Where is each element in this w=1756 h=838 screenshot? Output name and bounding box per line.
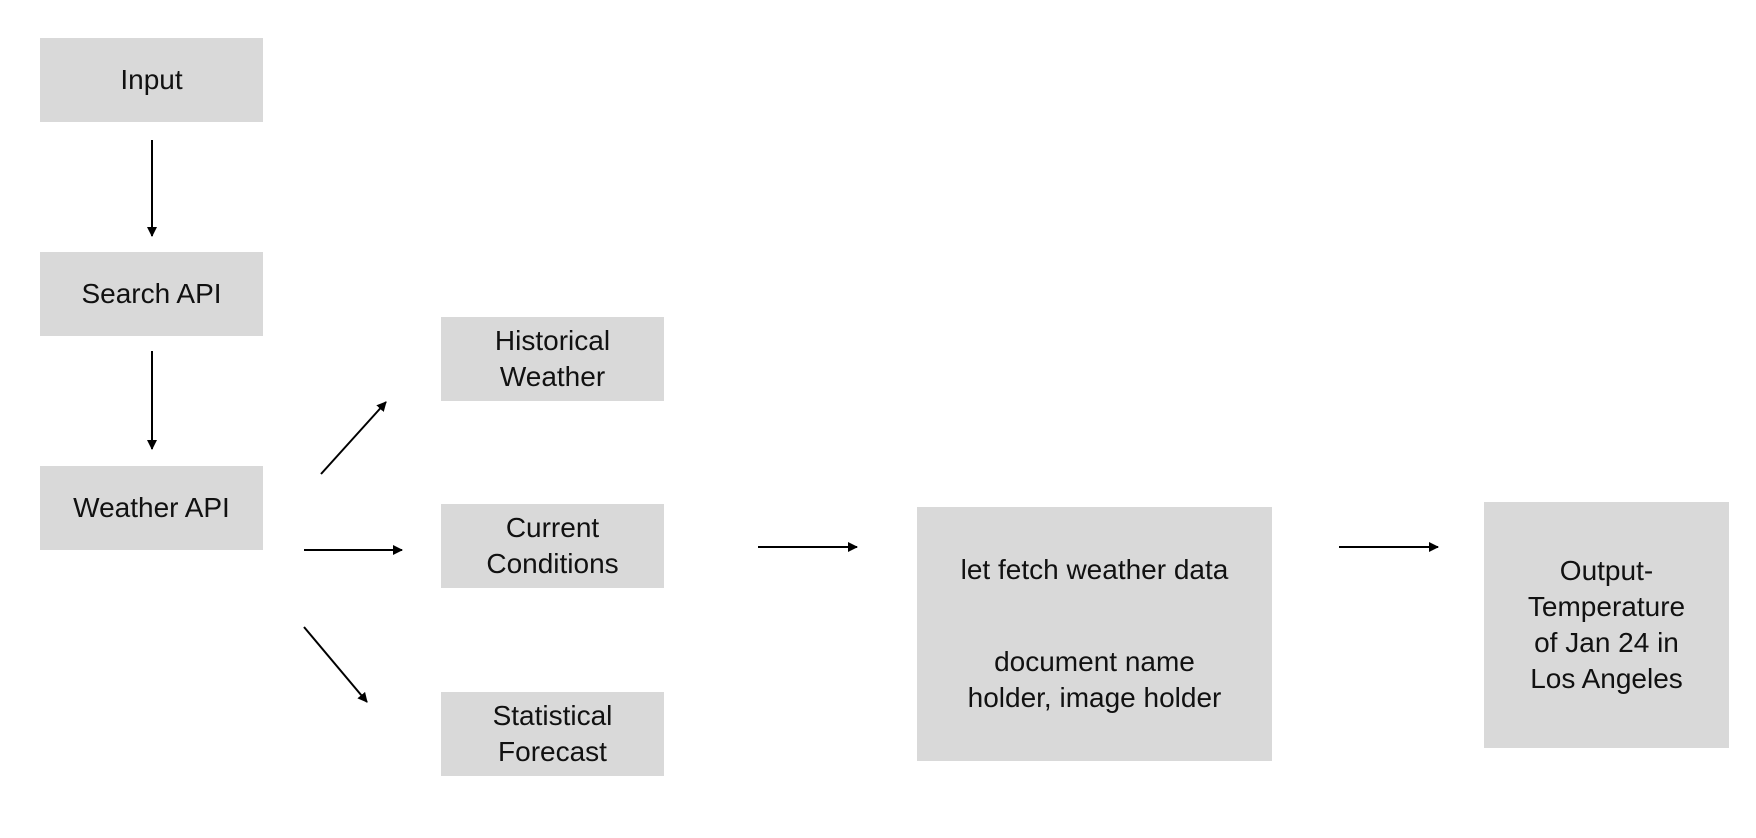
historical-weather-node: Historical Weather <box>441 317 664 401</box>
output-node: Output- Temperature of Jan 24 in Los Ang… <box>1484 502 1729 748</box>
search-api-node: Search API <box>40 252 263 336</box>
statistical-forecast-node: Statistical Forecast <box>441 692 664 776</box>
process-holder-text: document name holder, image holder <box>967 646 1222 713</box>
input-node: Input <box>40 38 263 122</box>
fetch-weather-process-node: let fetch weather data document name hol… <box>917 507 1272 761</box>
arrow-weather-to-historical <box>320 401 387 475</box>
current-conditions-node: Current Conditions <box>441 504 664 588</box>
process-title: let fetch weather data <box>960 554 1229 585</box>
weather-api-node: Weather API <box>40 466 263 550</box>
arrow-weather-to-statistical <box>303 626 368 703</box>
